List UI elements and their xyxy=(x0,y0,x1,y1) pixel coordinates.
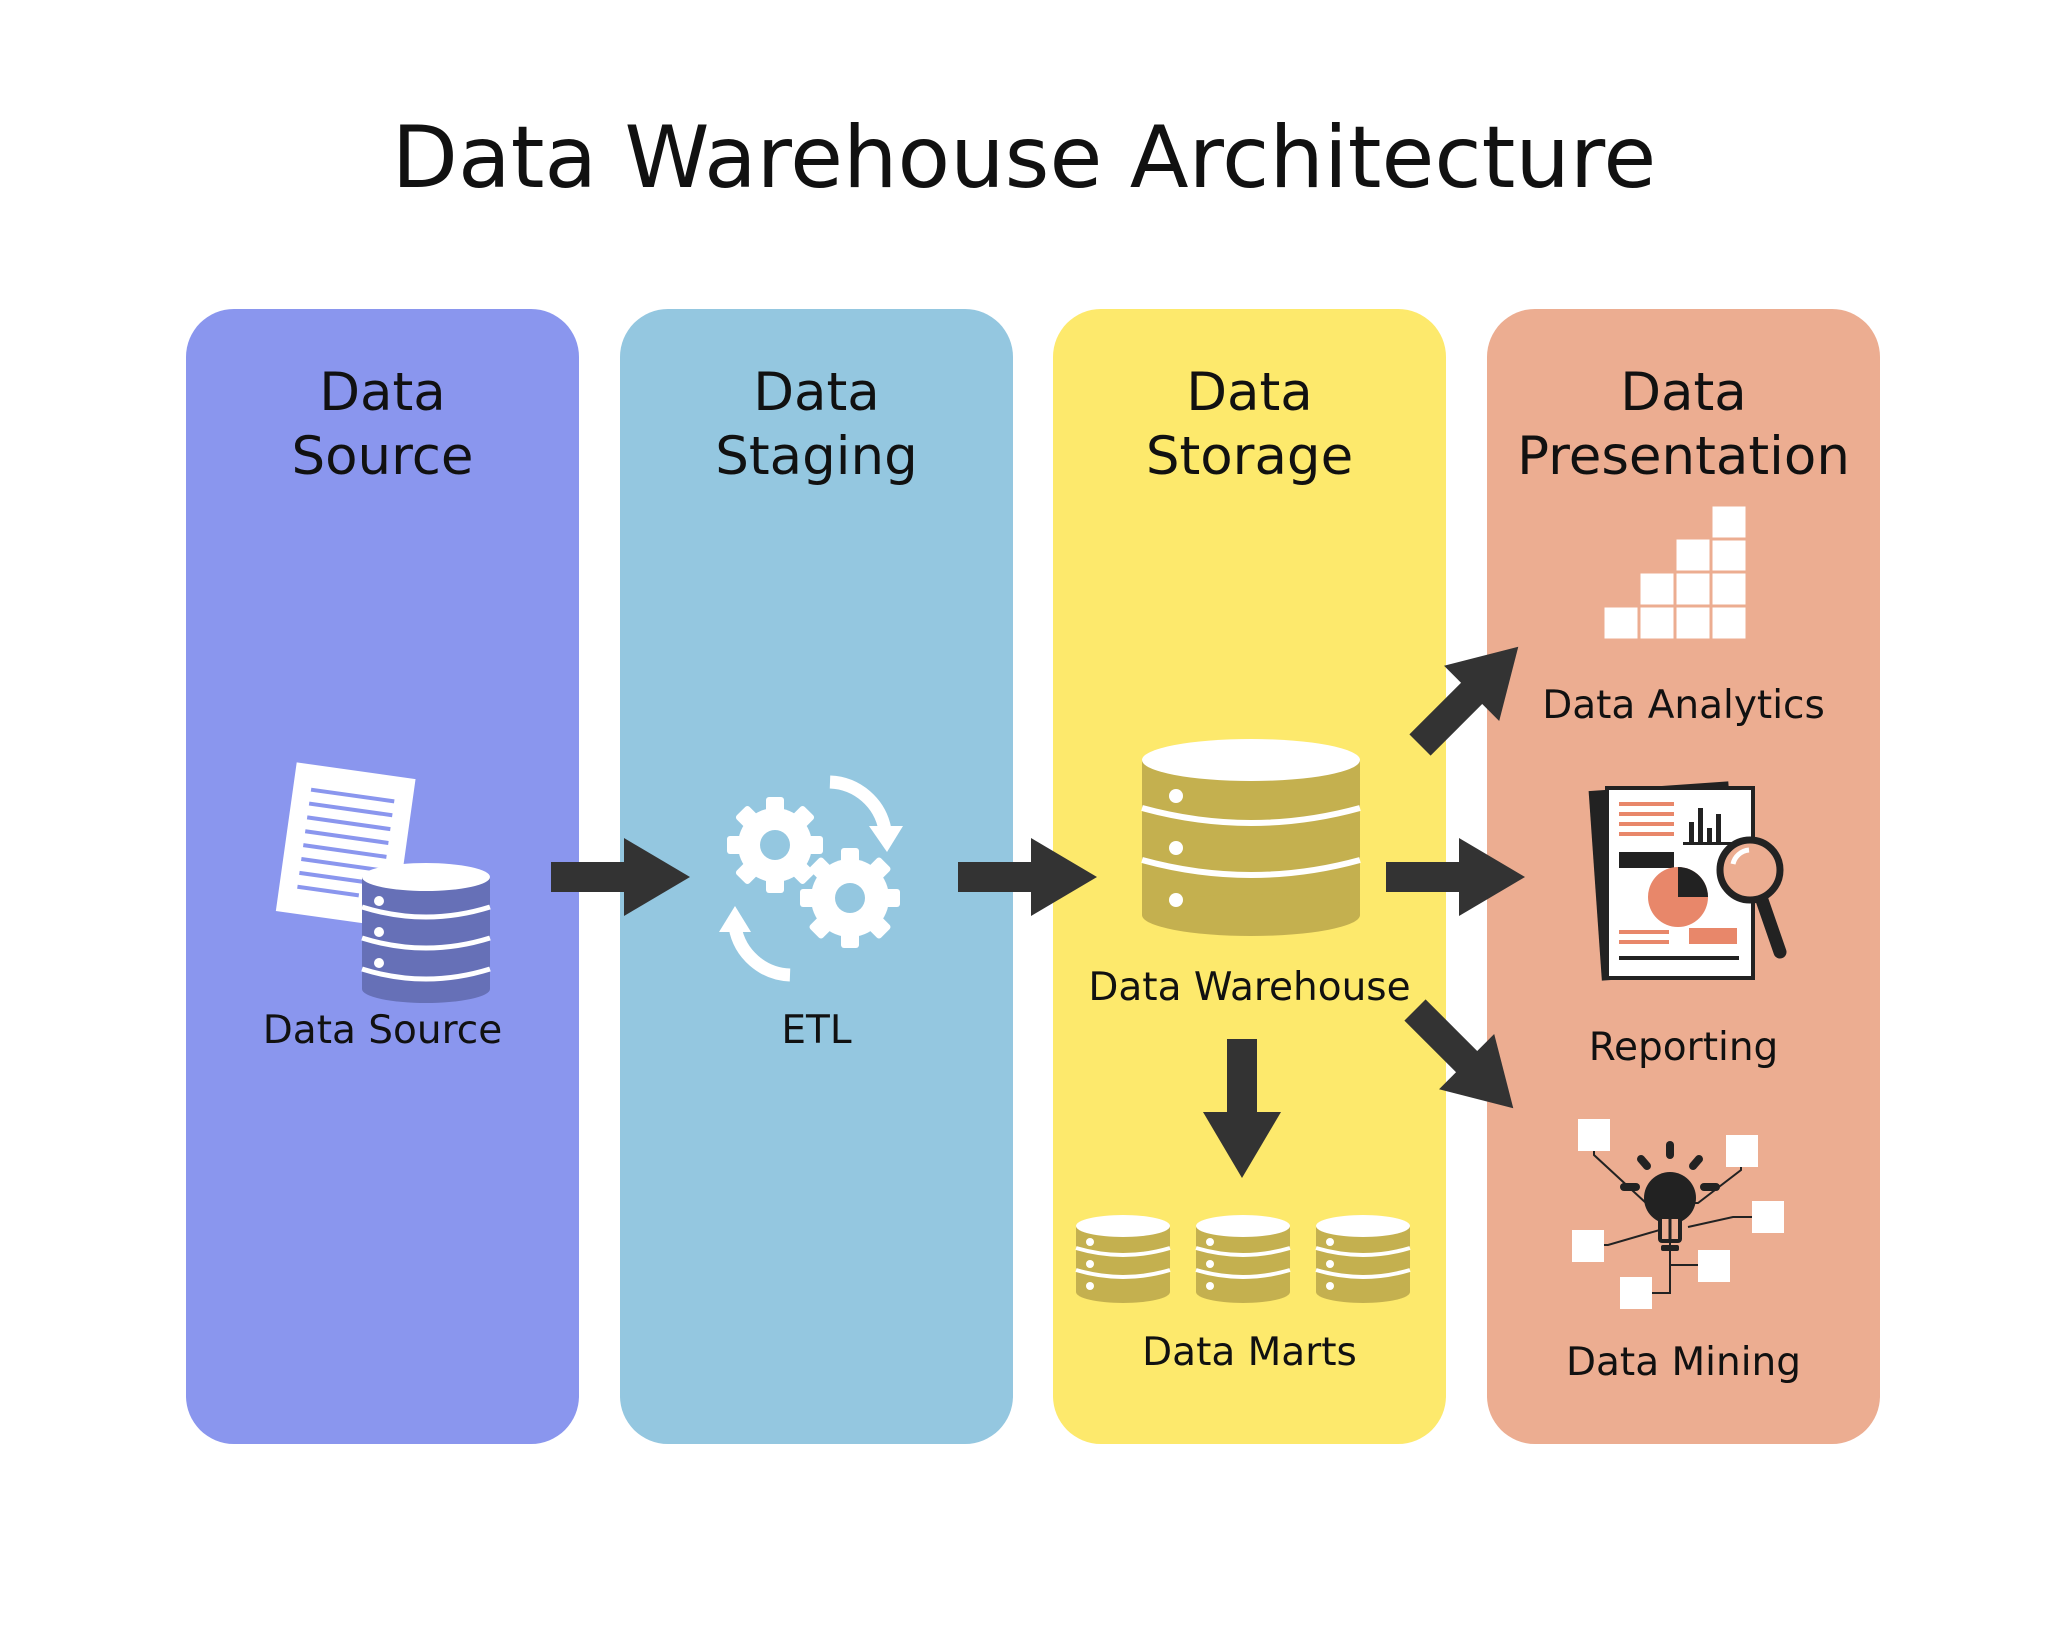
lightbulb-network-icon xyxy=(1572,1119,1784,1309)
arrow-warehouse-to-reporting xyxy=(1386,838,1525,916)
database-icon xyxy=(1195,1215,1291,1303)
node-label-etl: ETL xyxy=(781,1008,852,1053)
column-heading-line2: Source xyxy=(291,426,474,487)
column-heading-line2: Presentation xyxy=(1517,426,1850,487)
three-databases-icon xyxy=(1075,1215,1411,1303)
diagram-title: Data Warehouse Architecture xyxy=(391,108,1657,208)
cycle-arrow-icon xyxy=(829,775,903,852)
column-heading: Data Presentation xyxy=(1487,361,1880,489)
column-heading-line2: Staging xyxy=(715,426,918,487)
database-icon xyxy=(1141,739,1361,936)
column-heading-line2: Storage xyxy=(1145,426,1354,487)
arrow-etl-to-warehouse xyxy=(958,838,1097,916)
arrow-warehouse-to-analytics xyxy=(1409,646,1519,756)
node-label-data-mining: Data Mining xyxy=(1565,1340,1802,1385)
magnifier-icon xyxy=(1716,836,1787,959)
report-magnifier-icon xyxy=(1588,781,1787,981)
cycle-arrow-icon xyxy=(719,906,791,982)
node-label-data-source: Data Source xyxy=(262,1008,503,1053)
gear-icon xyxy=(800,848,900,948)
lightbulb-icon xyxy=(1620,1141,1720,1251)
column-heading: Data Staging xyxy=(620,361,1013,489)
arrow-warehouse-to-mining xyxy=(1404,999,1514,1109)
node-label-data-marts: Data Marts xyxy=(1142,1330,1357,1375)
bar-chart-icon xyxy=(1601,503,1749,642)
column-heading-line1: Data xyxy=(1186,362,1313,423)
gear-icon xyxy=(727,797,823,893)
column-heading-line1: Data xyxy=(1620,362,1747,423)
gears-cycle-icon xyxy=(719,775,903,982)
column-heading-line1: Data xyxy=(753,362,880,423)
column-heading: Data Source xyxy=(186,361,579,489)
column-heading-line1: Data xyxy=(319,362,446,423)
database-icon xyxy=(361,863,491,1003)
column-heading: Data Storage xyxy=(1053,361,1446,489)
document-database-icon xyxy=(275,762,491,1003)
node-label-reporting: Reporting xyxy=(1588,1025,1779,1070)
database-icon xyxy=(1315,1215,1411,1303)
arrow-warehouse-to-marts xyxy=(1203,1039,1281,1178)
column-data-presentation: Data Presentation xyxy=(1487,309,1880,1444)
arrow-source-to-etl xyxy=(551,838,690,916)
database-icon xyxy=(1075,1215,1171,1303)
node-label-data-analytics: Data Analytics xyxy=(1542,683,1825,728)
node-label-data-warehouse: Data Warehouse xyxy=(1088,965,1411,1010)
